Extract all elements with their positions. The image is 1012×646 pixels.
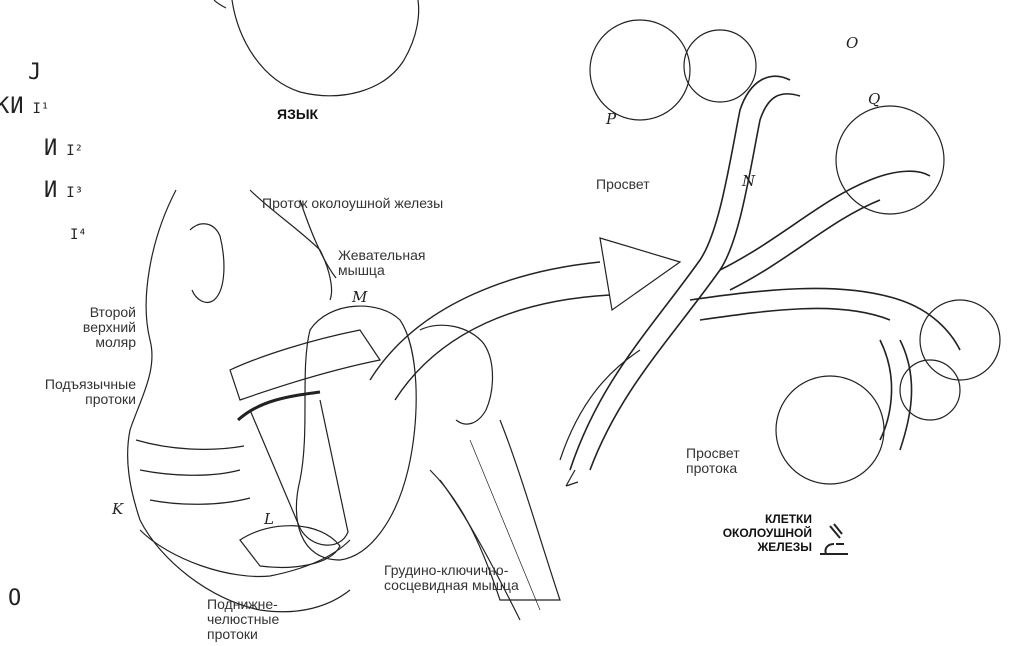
submandibular-ducts-label: Поднижне-челюстные протоки — [207, 597, 285, 642]
tongue-title: ЯЗЫК — [277, 107, 318, 122]
masseter-label: Жевательная мышца — [338, 248, 458, 278]
microscope-icon — [816, 520, 852, 558]
duct-lumen-label: Просвет протока — [686, 446, 766, 476]
letter-k: K — [111, 500, 124, 518]
letter-l: L — [263, 510, 274, 528]
sternocleidomastoid-label: Грудино-ключично-сосцевидная мышца — [384, 563, 544, 593]
letter-p: P — [605, 110, 617, 128]
sublingual-ducts-label: Подъязычные протоки — [2, 377, 136, 407]
letter-o: O — [846, 34, 858, 52]
head-outline — [128, 190, 350, 612]
legend-item: J — [28, 60, 42, 85]
legend-item: O — [8, 586, 22, 611]
legend-item: I⁴ — [62, 224, 87, 243]
second-molar-label: Второй верхний моляр — [50, 305, 136, 350]
parotid-duct-label: Проток околоушной железы — [262, 196, 452, 211]
letter-q: Q — [868, 90, 880, 108]
tongue-drawing — [232, 0, 419, 96]
letter-n: N — [741, 172, 756, 190]
parotid-cells-title: КЛЕТКИ ОКОЛОУШНОЙ ЖЕЛЕЗЫ — [700, 512, 812, 554]
lumen-label: Просвет — [596, 177, 650, 192]
letter-m: M — [351, 288, 368, 306]
